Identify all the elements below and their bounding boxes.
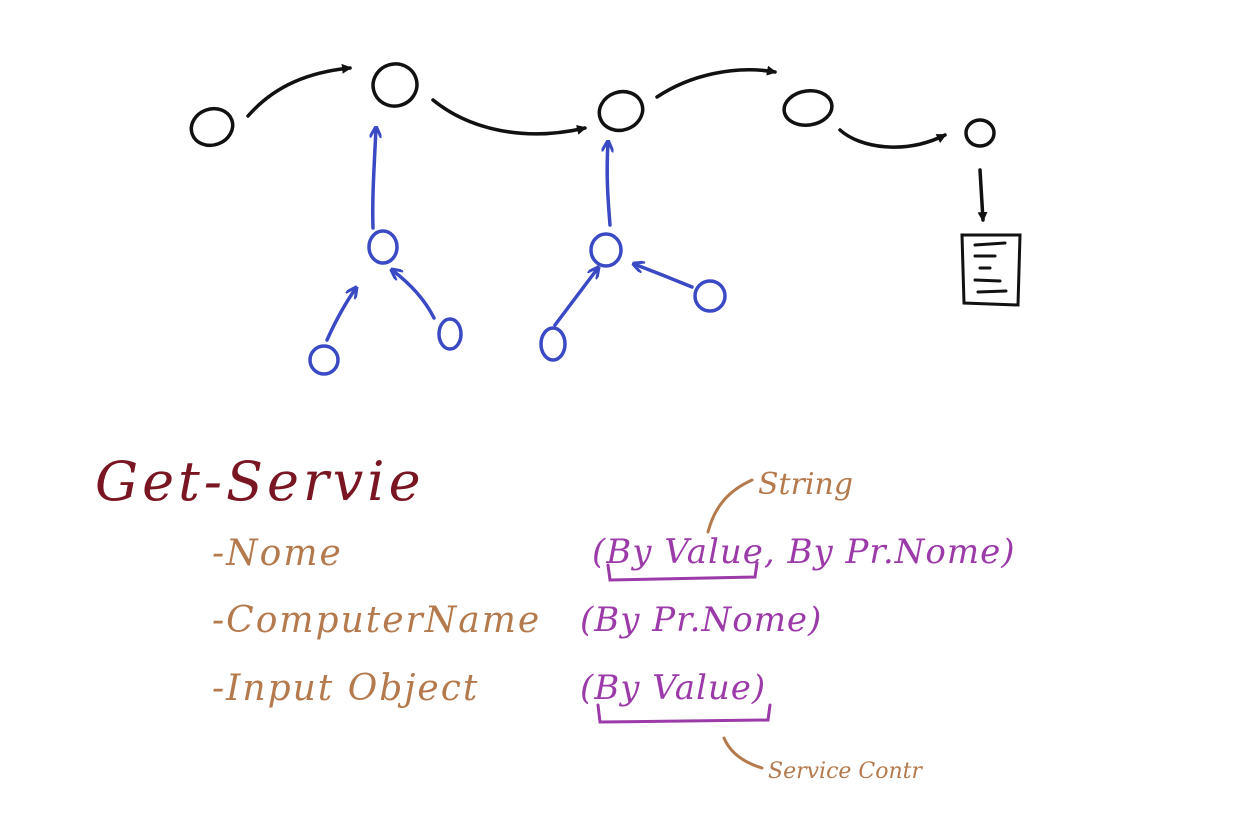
binding-brackets [596,561,772,724]
parameter-name: -ComputerName [212,600,541,641]
annotations: String Service Contr [706,467,923,784]
pipeline-arrow [246,63,352,118]
pipeline-node [189,106,235,148]
input-node [308,344,340,376]
input-node [589,232,623,268]
string-callout-line [706,478,754,534]
pipeline-node [371,62,419,108]
output-arrow [977,168,988,222]
parameter-name: -Nome [212,533,343,574]
pipeline-arrow [838,128,947,149]
input-arrow [325,288,356,342]
pipeline-node [964,118,996,148]
input-arrow [634,264,694,289]
string-note: String [758,467,853,502]
input-node [367,229,399,265]
binding-list: (By Value, By Pr.Nome) (By Pr.Nome) (By … [580,532,1016,708]
input-arrow [553,268,598,327]
input-tree [308,128,727,376]
input-arrow [607,142,610,227]
input-arrow [373,128,376,230]
parameter-list: -Nome -ComputerName -Input Object [212,533,541,709]
input-arrow [392,270,436,320]
parameter-name: -Input Object [212,668,479,709]
pipeline-arrow [431,98,587,136]
command-group: Get-Servie [95,450,425,513]
service-note: Service Contr [768,759,923,784]
parameter-binding: (By Value) [580,668,766,708]
parameter-binding: (By Pr.Nome) [580,600,822,640]
by-value-bracket [596,703,772,724]
document-icon [960,233,1022,307]
input-node [539,326,567,362]
by-value-bracket [606,561,759,582]
service-callout-line [722,736,764,770]
pipeline-node [597,89,645,133]
pipeline-arrow [655,65,777,99]
input-node [693,279,727,313]
command-name: Get-Servie [95,450,425,513]
parameter-binding: (By Value, By Pr.Nome) [592,532,1016,572]
pipeline-node [782,89,834,127]
input-node [437,317,463,351]
pipeline [189,62,996,222]
